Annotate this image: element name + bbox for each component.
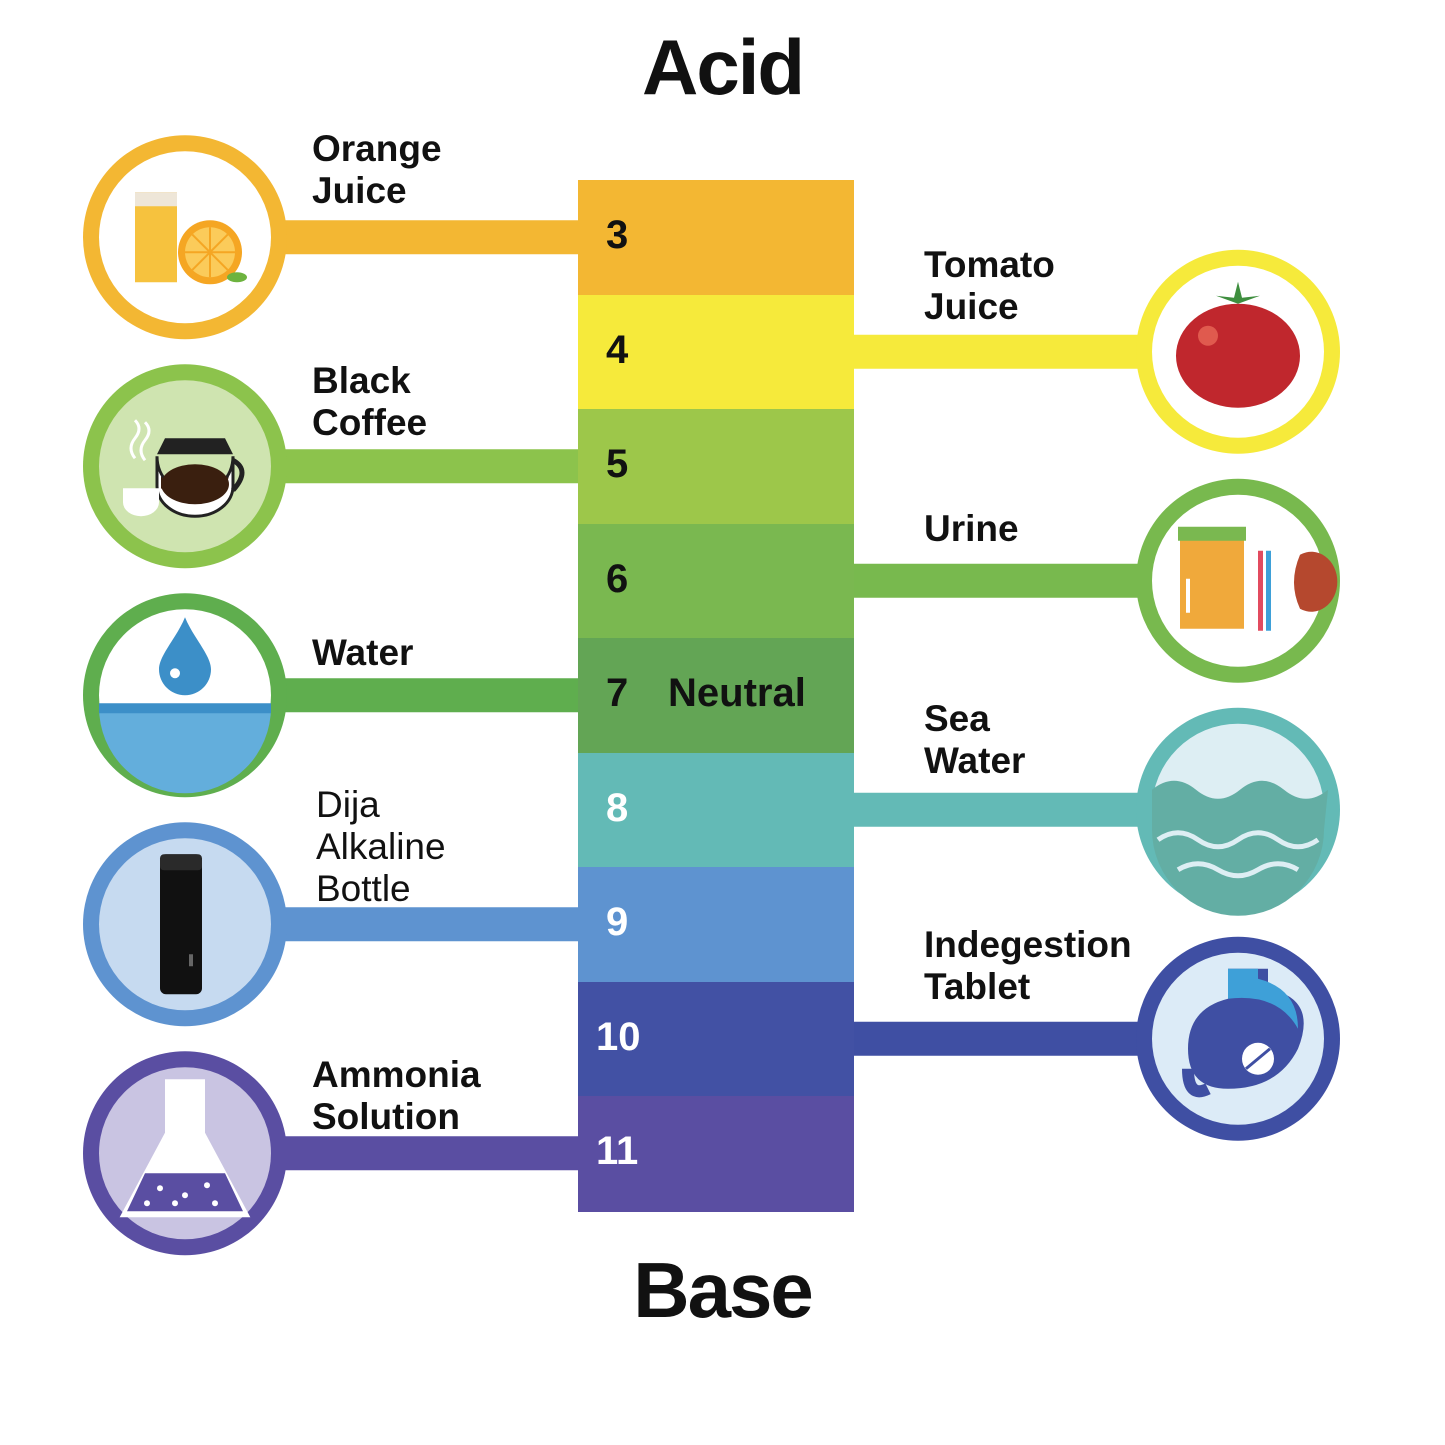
water-drop-icon — [99, 617, 271, 794]
neutral-label: Neutral — [668, 671, 806, 716]
ph-value: 8 — [606, 785, 629, 830]
base-title: Base — [633, 1246, 813, 1334]
ph-value: 10 — [596, 1014, 641, 1059]
label-flask: Ammonia Solution — [312, 1054, 481, 1137]
coffee-pot-icon — [123, 419, 245, 518]
ph-value: 4 — [606, 327, 629, 372]
ph-value: 7 — [606, 671, 629, 716]
label-bottle: Dija Alkaline Bottle — [316, 784, 446, 909]
ph-value: 5 — [606, 442, 629, 487]
urine-kidney-icon — [1178, 526, 1338, 631]
ph-value: 3 — [606, 213, 629, 258]
stomach-tablet-icon — [1182, 968, 1304, 1098]
tomato-icon — [1176, 281, 1300, 408]
ph-block-8: 8 — [578, 752, 854, 868]
ph-block-7: 7 Neutral — [578, 638, 854, 754]
label-tomato: Tomato Juice — [924, 244, 1055, 327]
ph-value: 11 — [596, 1129, 639, 1174]
ph-block-4: 4 — [578, 294, 854, 410]
sea-wave-icon — [1152, 780, 1328, 916]
bottle-icon — [160, 854, 202, 995]
ph-block-3: 3 — [578, 180, 854, 296]
flask-icon — [119, 1079, 251, 1218]
ph-value: 6 — [606, 556, 629, 601]
ph-block-5: 5 — [578, 409, 854, 525]
label-orange-juice: Orange Juice — [312, 128, 442, 211]
acid-title: Acid — [641, 23, 805, 111]
label-urine-kidney: Urine — [924, 508, 1019, 549]
label-sea-wave: Sea Water — [924, 698, 1026, 781]
label-coffee-pot: Black Coffee — [312, 360, 428, 443]
label-water-drop: Water — [312, 632, 414, 673]
ph-block-9: 9 — [578, 867, 854, 983]
label-stomach-tablet: Indegestion Tablet — [924, 924, 1132, 1007]
ph-block-6: 6 — [578, 523, 854, 639]
orange-juice-icon — [135, 192, 247, 285]
ph-value: 9 — [606, 900, 629, 945]
ph-block-10: 10 — [578, 981, 854, 1097]
ph-block-11: 11 — [578, 1096, 854, 1212]
